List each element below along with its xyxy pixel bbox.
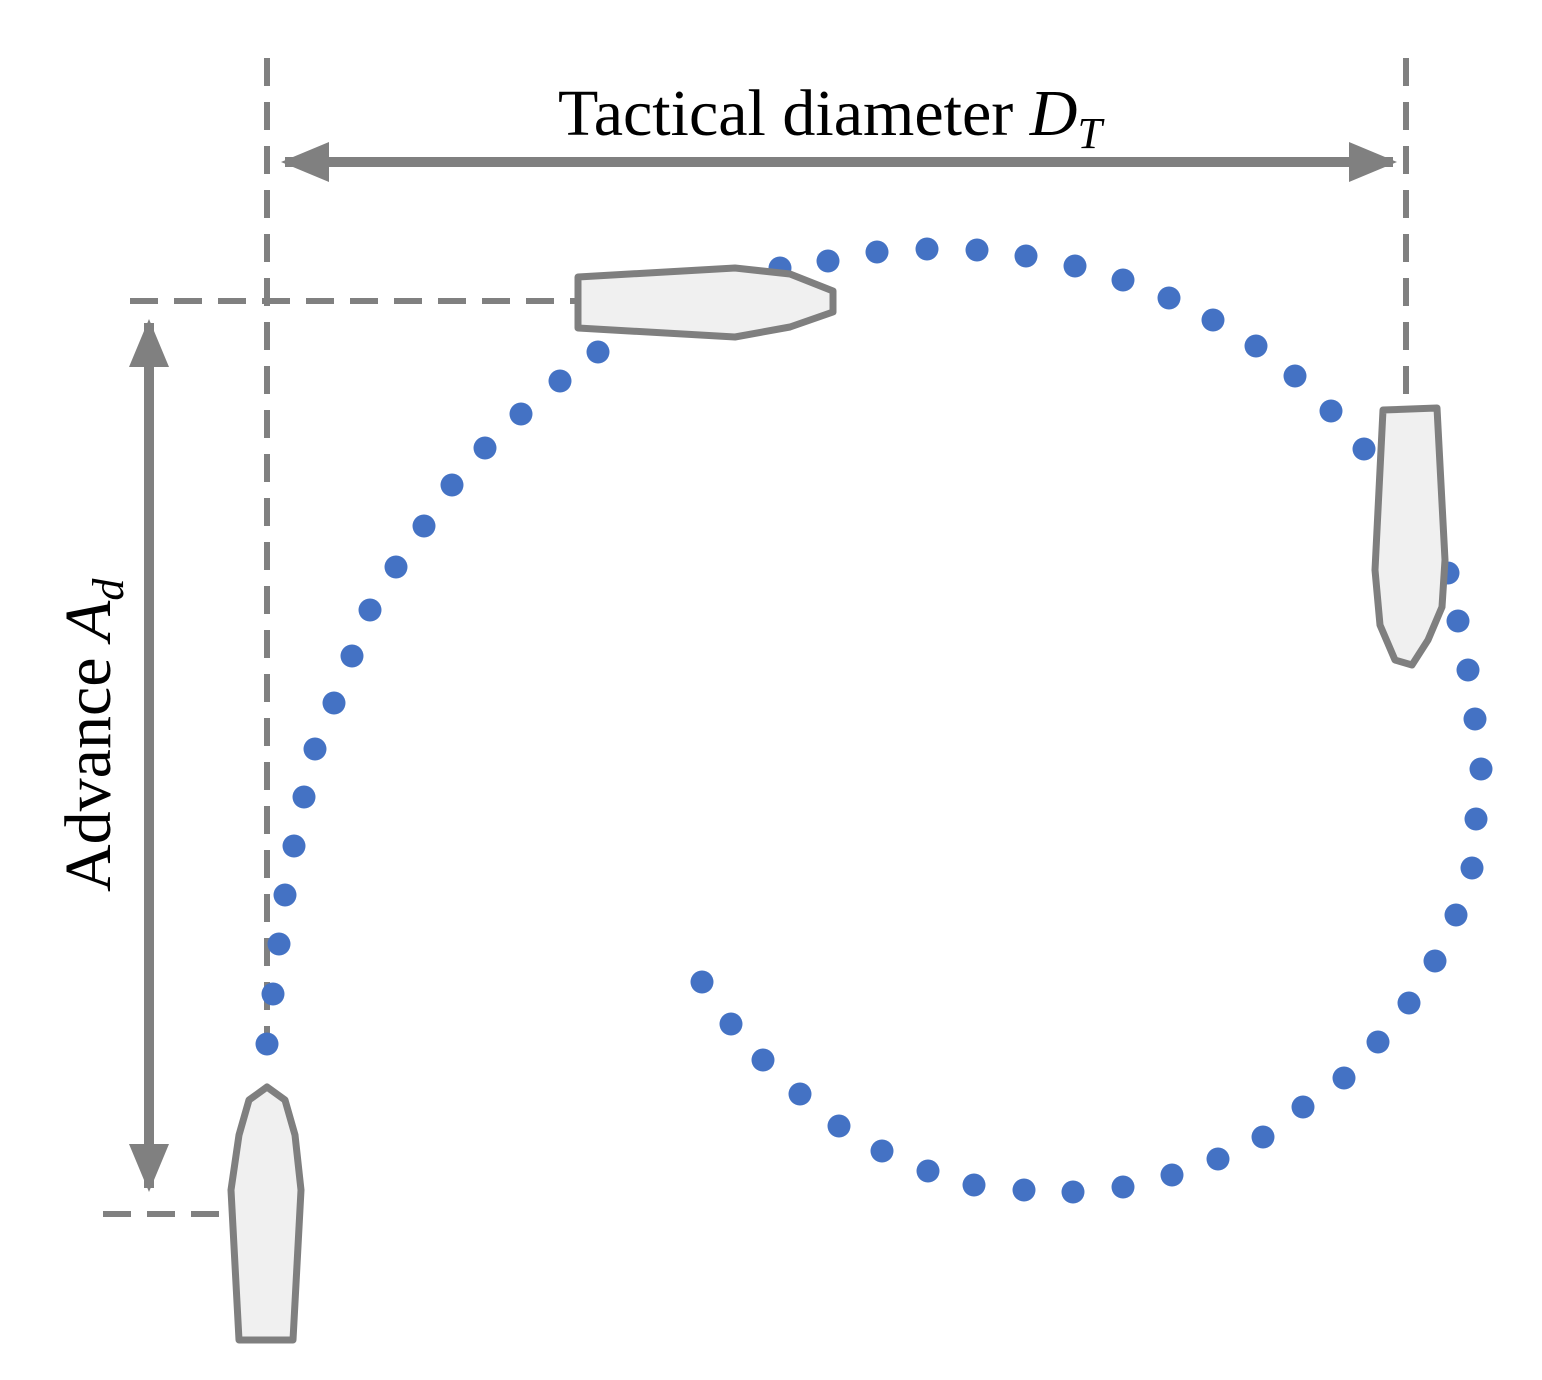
ship-hull-icon (227, 1083, 305, 1344)
trajectory-dot (1111, 1175, 1135, 1199)
trajectory-dot (1332, 1066, 1356, 1090)
ships (227, 264, 1449, 1344)
trajectory-dot (358, 598, 382, 622)
trajectory-dot (473, 436, 497, 460)
trajectory-dot (340, 644, 364, 668)
trajectory-dot (915, 237, 939, 261)
tactical-diameter-symbol: D (1029, 77, 1078, 150)
tactical-diameter-label: Tactical diameter DT (558, 77, 1105, 158)
turning-trajectory (255, 237, 1493, 1204)
advance-text: Advance (52, 641, 125, 892)
trajectory-dot (1012, 1178, 1036, 1202)
trajectory-dot (1464, 807, 1488, 831)
trajectory-dot (1160, 1163, 1184, 1187)
trajectory-dot (261, 982, 285, 1006)
trajectory-dot (322, 691, 346, 715)
trajectory-dot (1244, 334, 1268, 358)
trajectory-dot (282, 834, 306, 858)
advance-subscript: d (84, 578, 133, 601)
guide-lines (103, 58, 1409, 1217)
ship-hull-icon (1371, 404, 1449, 669)
trajectory-dot (870, 1139, 894, 1163)
trajectory-dot (1423, 949, 1447, 973)
trajectory-dot (816, 249, 840, 273)
trajectory-dot (1063, 254, 1087, 278)
advance-symbol: A (52, 600, 125, 645)
trajectory-dot (255, 1032, 279, 1056)
trajectory-dot (412, 514, 436, 538)
trajectory-dot (1283, 364, 1307, 388)
trajectory-dot (690, 970, 714, 994)
trajectory-dot (1061, 1180, 1085, 1204)
trajectory-dot (1251, 1125, 1275, 1149)
trajectory-dot (548, 369, 572, 393)
trajectory-dot (962, 1173, 986, 1197)
trajectory-dot (1291, 1095, 1315, 1119)
trajectory-dot (384, 555, 408, 579)
trajectory-dot (751, 1048, 775, 1072)
trajectory-dot (273, 883, 297, 907)
trajectory-dot (1319, 399, 1343, 423)
ship-hull-icon (574, 264, 837, 341)
trajectory-dot (965, 238, 989, 262)
trajectory-dot (1366, 1030, 1390, 1054)
trajectory-dot (827, 1114, 851, 1138)
trajectory-dot (719, 1012, 743, 1036)
trajectory-dot (1444, 903, 1468, 927)
trajectory-dot (1397, 991, 1421, 1015)
trajectory-dot (509, 402, 533, 426)
trajectory-dot (267, 932, 291, 956)
trajectory-dot (1463, 707, 1487, 731)
tactical-diameter-subscript: T (1077, 109, 1105, 158)
trajectory-dot (865, 240, 889, 264)
trajectory-dot (1157, 286, 1181, 310)
trajectory-dot (1111, 268, 1135, 292)
trajectory-dot (440, 473, 464, 497)
trajectory-dot (586, 340, 610, 364)
trajectory-dot (1456, 658, 1480, 682)
trajectory-dot (788, 1082, 812, 1106)
advance-label: Advance Ad (52, 578, 133, 892)
trajectory-dot (1014, 244, 1038, 268)
trajectory-dot (1201, 308, 1225, 332)
tactical-diameter-text: Tactical diameter (558, 77, 1030, 150)
trajectory-dot (1206, 1147, 1230, 1171)
trajectory-dot (916, 1159, 940, 1183)
double-headed-arrow-icon (129, 142, 1397, 1192)
trajectory-dot (292, 785, 316, 809)
trajectory-dot (303, 737, 327, 761)
trajectory-dot (1446, 609, 1470, 633)
trajectory-dot (1469, 757, 1493, 781)
trajectory-dot (1460, 856, 1484, 880)
trajectory-dot (1352, 437, 1376, 461)
